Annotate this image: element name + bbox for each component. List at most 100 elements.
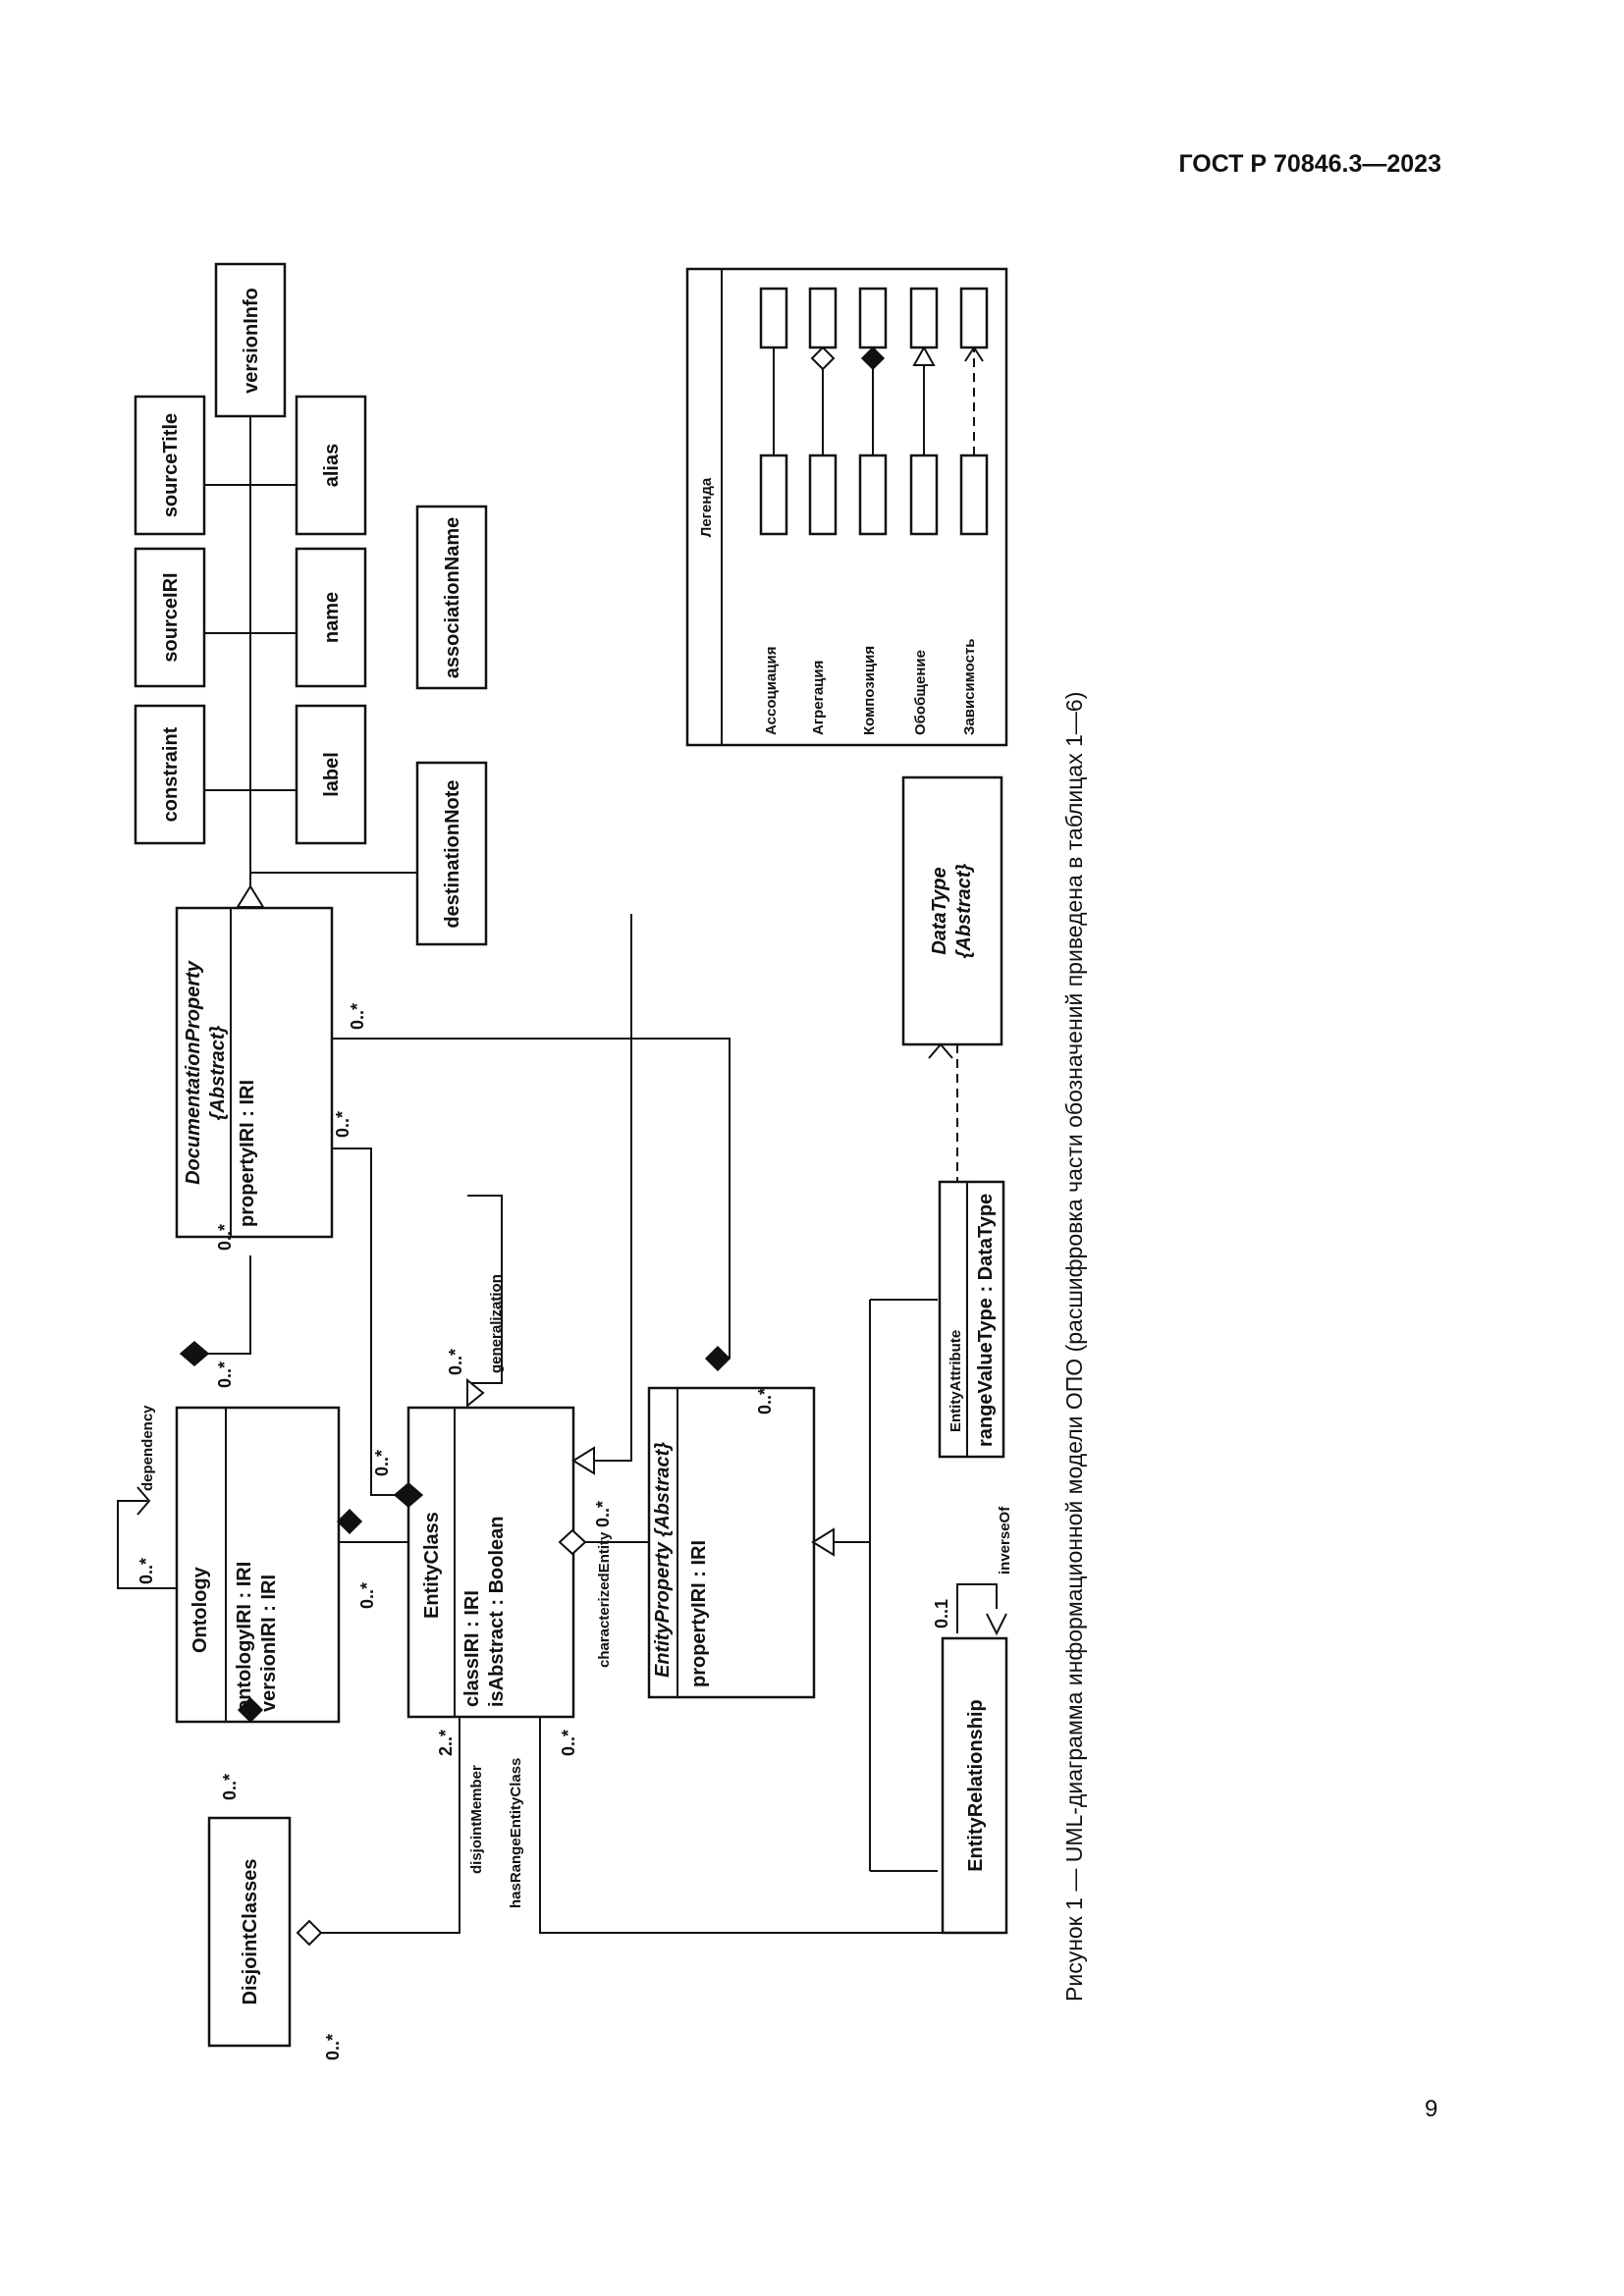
mult-docprop-ec: 0..*	[333, 1111, 352, 1138]
role-characterized-entity: characterizedEntity	[596, 1531, 613, 1668]
class-version-info: versionInfo	[214, 262, 287, 418]
document-header: ГОСТ Р 70846.3—2023	[1178, 150, 1441, 178]
role-generalization: generalization	[488, 1274, 505, 1373]
generalization-arrow-ec-self	[466, 1377, 485, 1409]
aggregation-diamond-disjoint	[296, 1919, 323, 1947]
mult-onto-docprop: 0..*	[215, 1362, 235, 1388]
generalization-arrow-sub-ep	[811, 1527, 835, 1557]
svg-text:{Abstract}: {Abstract}	[207, 1025, 229, 1120]
docprop-entityclass-line	[332, 1148, 395, 1496]
svg-text:versionIRI : IRI: versionIRI : IRI	[258, 1575, 280, 1712]
svg-text:EntityProperty {Abstract}: EntityProperty {Abstract}	[652, 1442, 674, 1678]
svg-text:label: label	[321, 752, 343, 797]
dependency-arrow-datatype	[928, 1042, 953, 1059]
svg-text:Зависимость: Зависимость	[961, 638, 978, 735]
mult-ep-docprop: 0..*	[755, 1388, 775, 1415]
mult-characterized: 0..*	[593, 1501, 613, 1527]
svg-text:DocumentationProperty: DocumentationProperty	[183, 960, 204, 1185]
svg-text:propertyIRI : IRI: propertyIRI : IRI	[688, 1540, 710, 1687]
class-documentation-property: DocumentationProperty {Abstract} propert…	[175, 906, 334, 1239]
figure-caption: Рисунок 1 — UML-диаграмма информационной…	[1061, 692, 1087, 2002]
svg-text:Композиция: Композиция	[861, 646, 878, 735]
ontology-dependency-loop	[117, 1500, 177, 1589]
svg-text:EntityRelationship: EntityRelationship	[965, 1699, 987, 1872]
mult-disjoint-right: 2..*	[436, 1730, 456, 1756]
rotated-diagram: versionInfo sourceTitle alias sourceIRI …	[117, 262, 1087, 2060]
doc-branch-lines	[203, 484, 417, 874]
mult-docprop-onto: 0..*	[215, 1224, 235, 1251]
class-data-type: DataType {Abstract}	[901, 775, 1003, 1046]
composition-diamond-ep-doc	[704, 1345, 731, 1372]
disjoint-member-line	[309, 1717, 460, 1934]
class-ontology: Ontology ontologyIRI : IRI versionIRI : …	[175, 1406, 341, 1724]
svg-text:destinationNote: destinationNote	[442, 779, 463, 928]
svg-text:associationName: associationName	[442, 517, 463, 679]
class-entity-property: EntityProperty {Abstract} propertyIRI : …	[647, 1386, 816, 1699]
svg-text:Обобщение: Обобщение	[912, 650, 929, 735]
svg-text:isAbstract : Boolean: isAbstract : Boolean	[486, 1517, 508, 1707]
svg-text:EntityClass: EntityClass	[421, 1512, 443, 1619]
legend: Легенда Ассоциация Агрегация Композиция …	[685, 267, 1008, 747]
svg-text:sourceIRI: sourceIRI	[160, 572, 182, 662]
role-inverse-of: inverseOf	[997, 1506, 1013, 1575]
svg-text:{Abstract}: {Abstract}	[953, 863, 975, 958]
svg-text:versionInfo: versionInfo	[241, 288, 262, 394]
generalization-arrow-ep-ec	[571, 1446, 595, 1475]
role-disjoint-member: disjointMember	[468, 1765, 485, 1874]
class-source-title: sourceTitle	[134, 395, 206, 536]
composition-diamond-onto-doc	[179, 1341, 210, 1366]
svg-text:DataType: DataType	[929, 867, 950, 954]
entityattribute-datatype-dependency	[943, 1043, 987, 1187]
composition-diamond-onto-disjoint	[237, 1696, 264, 1724]
subprop-generalization	[820, 1299, 938, 1872]
svg-text:rangeValueType : DataType: rangeValueType : DataType	[975, 1194, 997, 1447]
class-entity-class: EntityClass classIRI : IRI isAbstract : …	[406, 1406, 575, 1719]
composition-diamond-onto-ec	[336, 1508, 363, 1535]
svg-text:alias: alias	[321, 444, 343, 487]
mult-ec-docprop: 0..*	[372, 1450, 392, 1476]
role-dependency: dependency	[139, 1405, 156, 1491]
class-destination-note: destinationNote	[415, 761, 488, 946]
mult-docprop-ep: 0..*	[348, 1003, 367, 1030]
role-has-range: hasRangeEntityClass	[508, 1758, 524, 1908]
svg-text:EntityAttribute: EntityAttribute	[947, 1330, 964, 1432]
class-association-name: associationName	[415, 505, 488, 690]
class-constraint: constraint	[134, 704, 206, 845]
has-range-line	[539, 1717, 972, 1934]
mult-dependency: 0..*	[136, 1558, 156, 1584]
class-label: label	[295, 704, 367, 845]
class-alias: alias	[295, 395, 367, 536]
mult-inverse-of: 0..1	[932, 1599, 951, 1629]
docprop-entityproperty-line	[332, 1038, 731, 1359]
composition-diamond-ec-doc	[393, 1482, 424, 1508]
mult-generalization: 0..*	[446, 1349, 465, 1375]
mult-onto-disjoint: 0..*	[220, 1774, 240, 1800]
svg-text:sourceTitle: sourceTitle	[160, 413, 182, 517]
mult-disjoint-left: 0..*	[323, 2034, 343, 2060]
page-number: 9	[1425, 2096, 1438, 2122]
mult-onto-ec: 0..*	[357, 1582, 377, 1609]
ontology-docprop-line	[208, 1255, 251, 1355]
svg-text:DisjointClasses: DisjointClasses	[240, 1859, 261, 2005]
datatype-entityclass-line	[581, 914, 632, 1462]
svg-text:Ассоциация: Ассоциация	[763, 647, 780, 735]
dependency-arrow-ontology	[136, 1486, 151, 1516]
svg-text:Агрегация: Агрегация	[810, 661, 827, 735]
generalization-loop	[467, 1195, 503, 1384]
class-disjoint-classes: DisjointClasses	[207, 1816, 292, 2048]
mult-has-range: 0..*	[559, 1730, 578, 1756]
svg-text:name: name	[321, 592, 343, 643]
class-entity-relationship: EntityRelationship	[941, 1636, 1008, 1935]
svg-text:Ontology: Ontology	[189, 1566, 211, 1653]
svg-text:constraint: constraint	[160, 726, 182, 822]
class-name: name	[295, 547, 367, 688]
class-source-iri: sourceIRI	[134, 547, 206, 688]
svg-text:propertyIRI : IRI: propertyIRI : IRI	[237, 1080, 258, 1227]
aggregation-diamond-characterized	[558, 1528, 587, 1556]
generalization-arrow-doc	[236, 884, 265, 908]
class-entity-attribute: EntityAttribute rangeValueType : DataTyp…	[938, 1180, 1005, 1459]
svg-text:Легенда: Легенда	[698, 477, 715, 537]
inverse-of-loop	[956, 1583, 998, 1633]
inverse-of-arrow	[986, 1613, 1007, 1636]
